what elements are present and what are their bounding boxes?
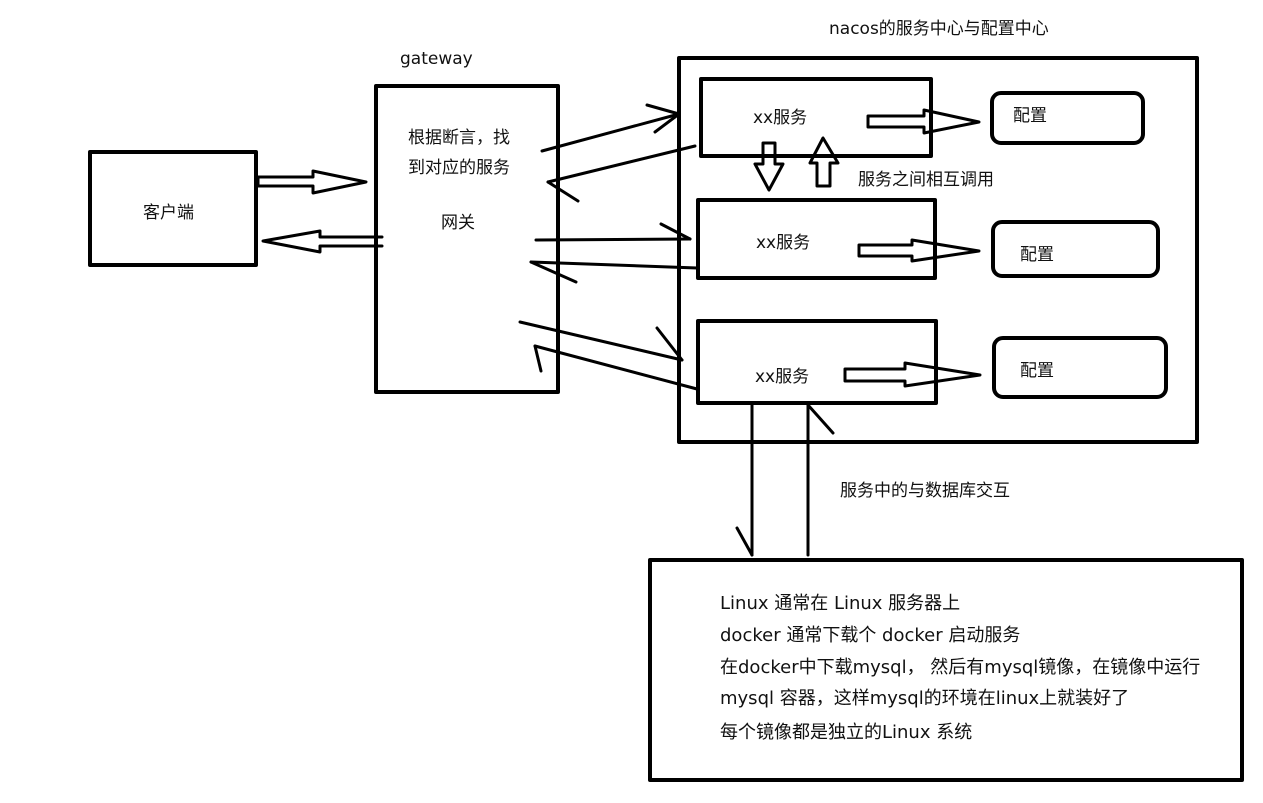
client-to-gateway-arrow xyxy=(256,169,368,195)
nacos-title: nacos的服务中心与配置中心 xyxy=(829,19,1049,39)
gateway-desc-line1: 根据断言，找 xyxy=(408,128,510,148)
gateway-title: gateway xyxy=(400,49,473,69)
service1-to-config-arrow xyxy=(866,108,981,135)
config-box-1 xyxy=(990,91,1145,145)
service3-to-config-arrow xyxy=(843,361,982,388)
client-box xyxy=(88,150,258,267)
service-box-1 xyxy=(699,77,933,158)
service3-to-database-arrow xyxy=(735,401,754,557)
service-label-1: xx服务 xyxy=(753,108,808,128)
service-label-3: xx服务 xyxy=(755,367,810,387)
config-box-3 xyxy=(992,336,1168,399)
config-label-1: 配置 xyxy=(1013,106,1047,126)
service-box-3 xyxy=(696,319,938,405)
database-to-service3-arrow xyxy=(806,403,835,557)
gateway-label: 网关 xyxy=(441,213,475,233)
service2-to-config-arrow xyxy=(857,238,981,263)
linux-note-box xyxy=(648,558,1244,782)
gateway-to-service3-arrow xyxy=(518,320,684,362)
nacos-container xyxy=(677,56,1199,444)
linux-note-line-5: 每个镜像都是独立的Linux 系统 xyxy=(720,722,973,743)
gateway-to-service2-arrow xyxy=(534,222,692,242)
gateway-to-client-arrow xyxy=(261,229,384,254)
config-label-2: 配置 xyxy=(1020,245,1054,265)
linux-note-line-2: docker 通常下载个 docker 启动服务 xyxy=(720,625,1021,646)
service3-to-gateway-arrow xyxy=(533,344,699,391)
service1-to-gateway-arrow xyxy=(546,144,697,203)
gateway-desc-line2: 到对应的服务 xyxy=(408,158,510,178)
linux-note-line-3: 在docker中下载mysql， 然后有mysql镜像，在镜像中运行 xyxy=(720,657,1201,678)
config-box-2 xyxy=(991,220,1160,278)
service-label-2: xx服务 xyxy=(756,233,811,253)
linux-note-line-4: mysql 容器，这样mysql的环境在linux上就装好了 xyxy=(720,688,1130,709)
client-label: 客户端 xyxy=(143,203,194,223)
linux-note-line-1: Linux 通常在 Linux 服务器上 xyxy=(720,593,961,614)
service-box-2 xyxy=(696,198,937,280)
service2-to-gateway-arrow xyxy=(529,260,699,284)
gateway-to-service1-arrow xyxy=(540,103,681,153)
service1-to-service2-arrow xyxy=(753,141,785,192)
service2-to-service1-arrow xyxy=(808,136,840,188)
inter-service-label: 服务之间相互调用 xyxy=(858,170,994,190)
db-interaction-label: 服务中的与数据库交互 xyxy=(840,481,1010,501)
config-label-3: 配置 xyxy=(1020,361,1054,381)
